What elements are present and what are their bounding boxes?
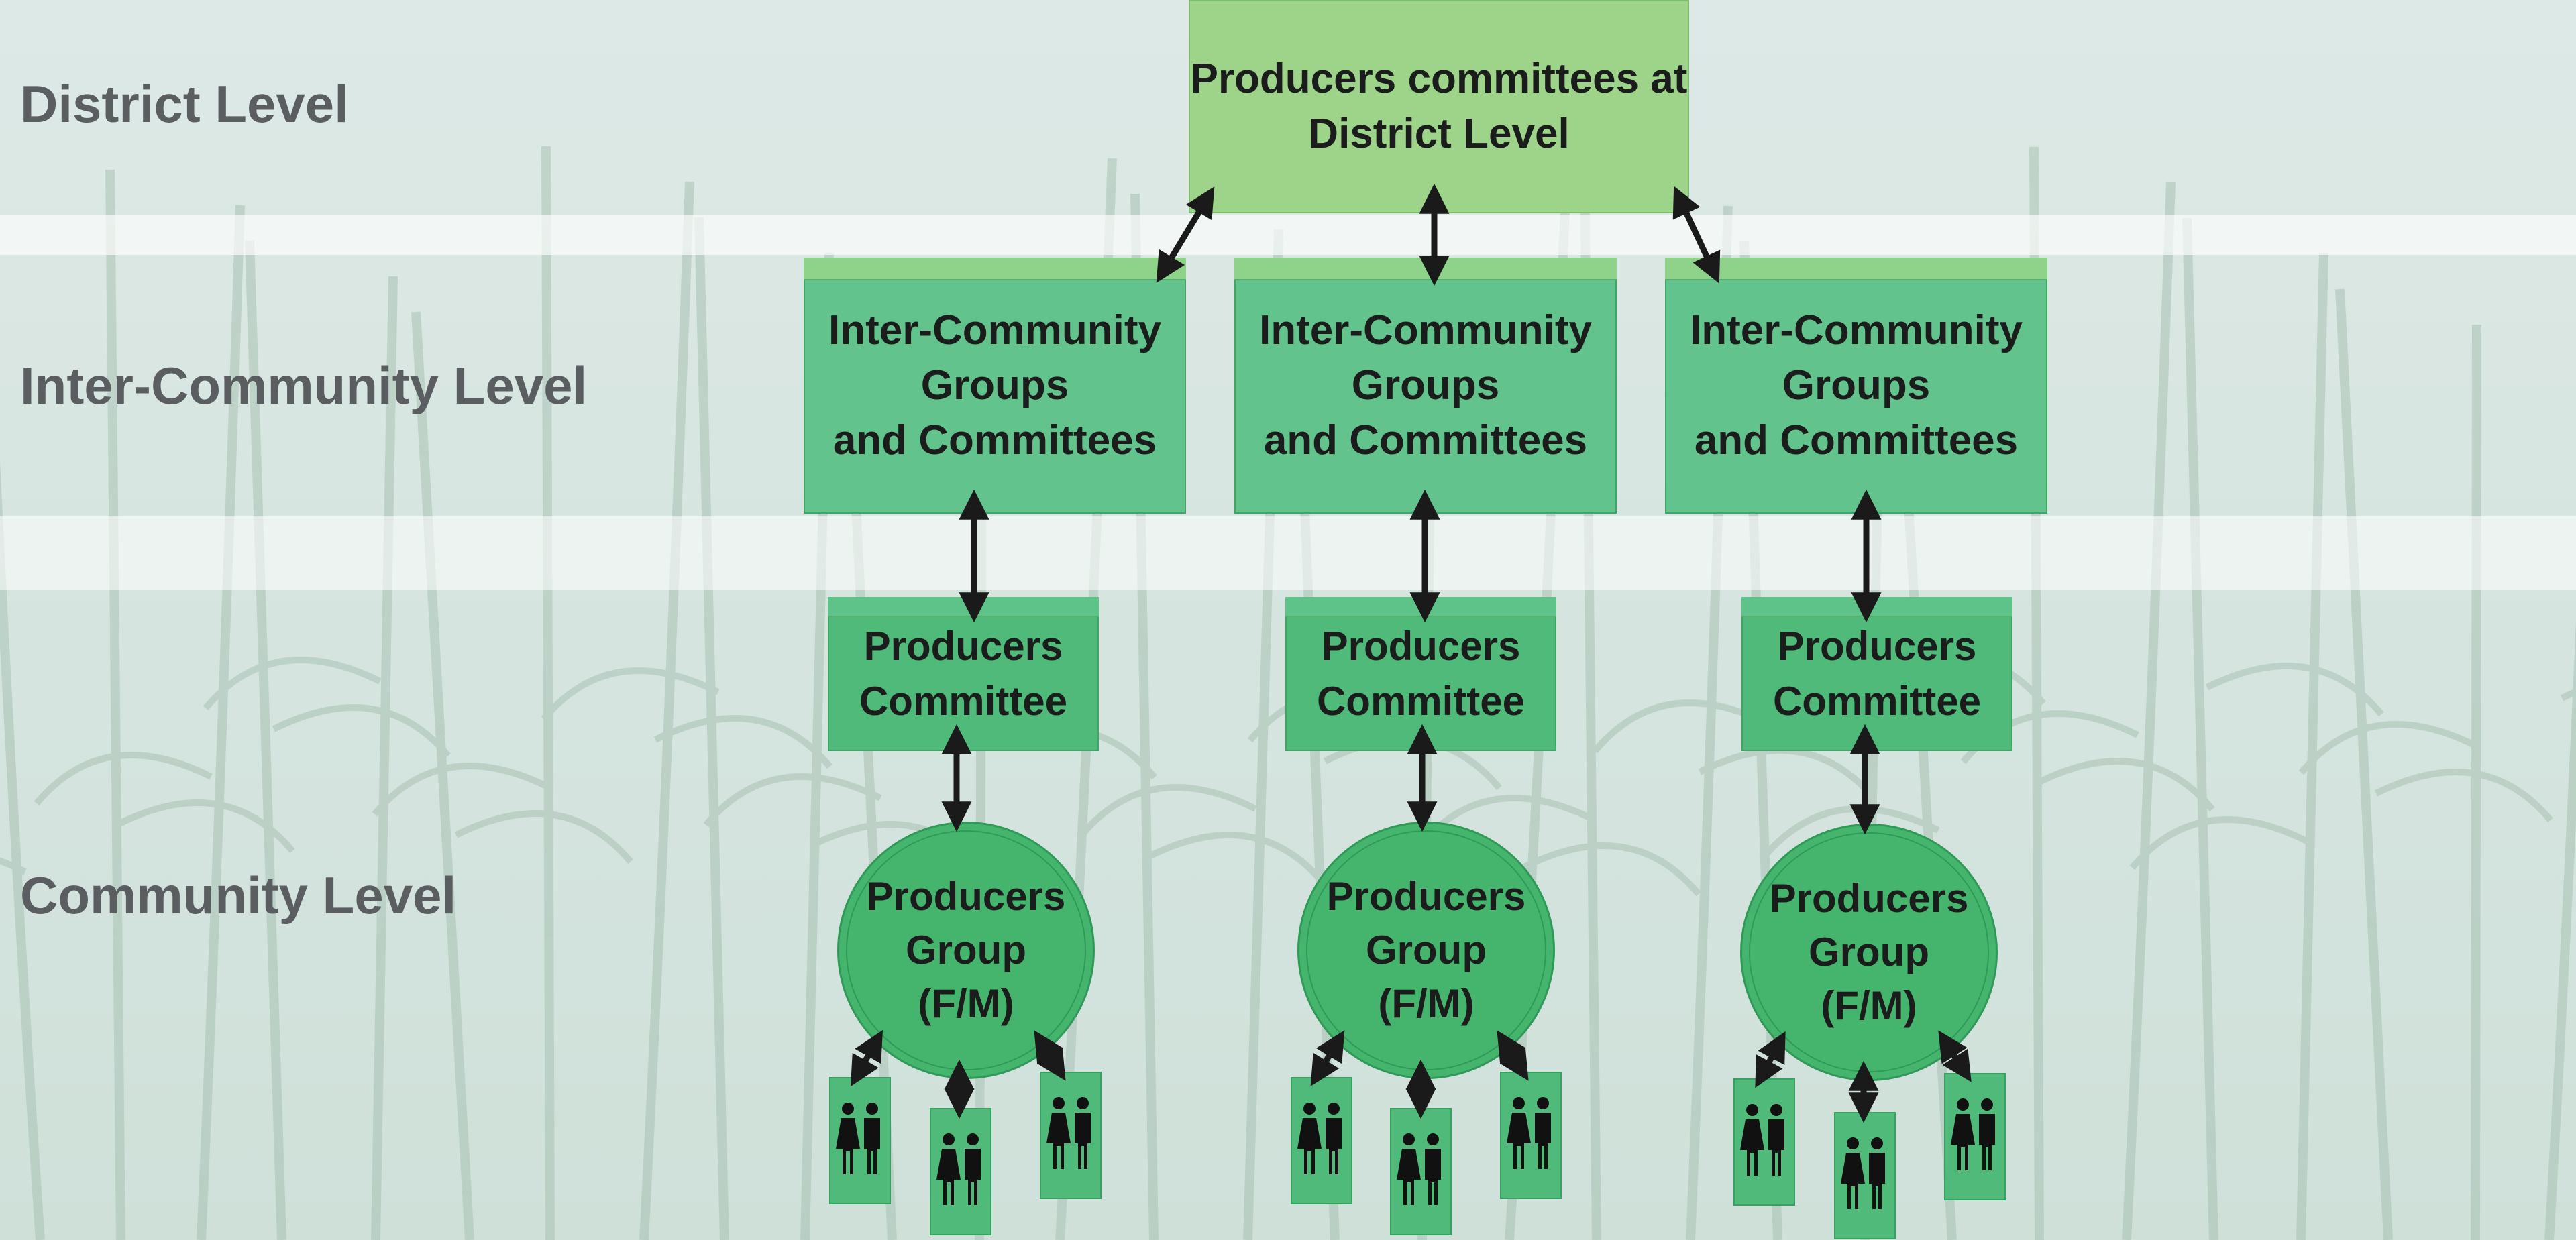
producer-member-box <box>1944 1073 2006 1200</box>
couple-icon <box>1295 1099 1348 1183</box>
producers-committee-text: Producers Committee <box>1772 624 1982 724</box>
grass-leaf <box>2036 758 2215 812</box>
district-level-label: District Level <box>20 74 349 133</box>
producers-group-text: Producers Group (F/M) <box>1769 876 1969 1028</box>
grass-leaf <box>372 763 551 817</box>
grass-leaf <box>1522 842 1701 897</box>
couple-icon <box>934 1130 987 1214</box>
inter-community-box-text: Inter-Community Groups and Committees <box>1259 307 1592 463</box>
inter-community-box: Inter-Community Groups and Committees <box>804 258 1186 514</box>
producers-group-text: Producers Group (F/M) <box>866 874 1066 1026</box>
couple-icon <box>1948 1095 2002 1179</box>
producer-member-box <box>1040 1072 1102 1199</box>
district-committee-text: Producers committees at District Level <box>1190 56 1688 157</box>
producer-member-box <box>829 1077 891 1204</box>
grass-stalk <box>639 181 694 1240</box>
grass-leaf <box>653 715 833 769</box>
grass-stalk <box>2122 182 2176 1240</box>
couple-icon <box>1737 1101 1791 1184</box>
grass-leaf <box>1761 805 1940 860</box>
grass-stalk <box>371 276 398 1240</box>
grass-leaf <box>1147 832 1326 886</box>
grass-leaf <box>2129 816 2308 870</box>
inter-community-level-label: Inter-Community Level <box>20 356 588 415</box>
grass-leaf <box>1078 784 1257 838</box>
grass-stalk <box>2471 324 2481 1240</box>
producer-member-box <box>930 1108 991 1235</box>
producers-group-circle: Producers Group (F/M) <box>837 822 1095 1079</box>
producers-committee-box: Producers Committee <box>1285 597 1556 751</box>
grass-stalk <box>245 240 286 1240</box>
district-committee-box: Producers committees at District Level <box>1189 0 1689 213</box>
grass-leaf <box>454 810 633 864</box>
grass-stalk <box>411 311 474 1240</box>
grass-leaf <box>272 704 451 758</box>
producer-member-box <box>1834 1112 1896 1239</box>
producer-member-box <box>1291 1077 1352 1204</box>
producers-group-circle: Producers Group (F/M) <box>1740 824 1998 1081</box>
couple-icon <box>1044 1094 1097 1178</box>
producers-committee-box: Producers Committee <box>1741 597 2012 751</box>
grass-stalk <box>2296 253 2328 1240</box>
grass-stalk <box>694 217 729 1240</box>
grass-leaf <box>2298 721 2477 775</box>
producers-group-text: Producers Group (F/M) <box>1326 874 1526 1026</box>
inter-community-box: Inter-Community Groups and Committees <box>1234 258 1617 514</box>
producer-member-box <box>1500 1072 1562 1199</box>
grass-stalk <box>2182 217 2218 1240</box>
grass-stalk <box>2335 288 2393 1240</box>
inter-community-box: Inter-Community Groups and Committees <box>1665 258 2047 514</box>
producers-committee-text: Producers Committee <box>859 624 1068 724</box>
inter-community-box-text: Inter-Community Groups and Committees <box>1690 307 2023 463</box>
grass-stalk <box>197 205 245 1240</box>
couple-icon <box>1504 1094 1558 1178</box>
grass-stalk <box>541 146 555 1240</box>
inter-community-box-text: Inter-Community Groups and Committees <box>828 307 1161 463</box>
grass-leaf <box>203 657 382 711</box>
producers-group-circle: Producers Group (F/M) <box>1297 822 1555 1079</box>
producers-committee-box: Producers Committee <box>828 597 1099 751</box>
grass-leaf <box>541 667 720 722</box>
producer-member-box <box>1733 1078 1795 1206</box>
community-level-label: Community Level <box>20 866 457 925</box>
couple-icon <box>1394 1130 1448 1214</box>
grass-leaf <box>34 752 213 806</box>
grass-stalk <box>0 461 45 1240</box>
producers-committee-text: Producers Committee <box>1316 624 1525 724</box>
producer-member-box <box>1390 1108 1452 1235</box>
couple-icon <box>1838 1134 1892 1218</box>
grass-stalk <box>2544 621 2576 1240</box>
couple-icon <box>833 1099 887 1183</box>
grass-leaf <box>703 773 882 828</box>
